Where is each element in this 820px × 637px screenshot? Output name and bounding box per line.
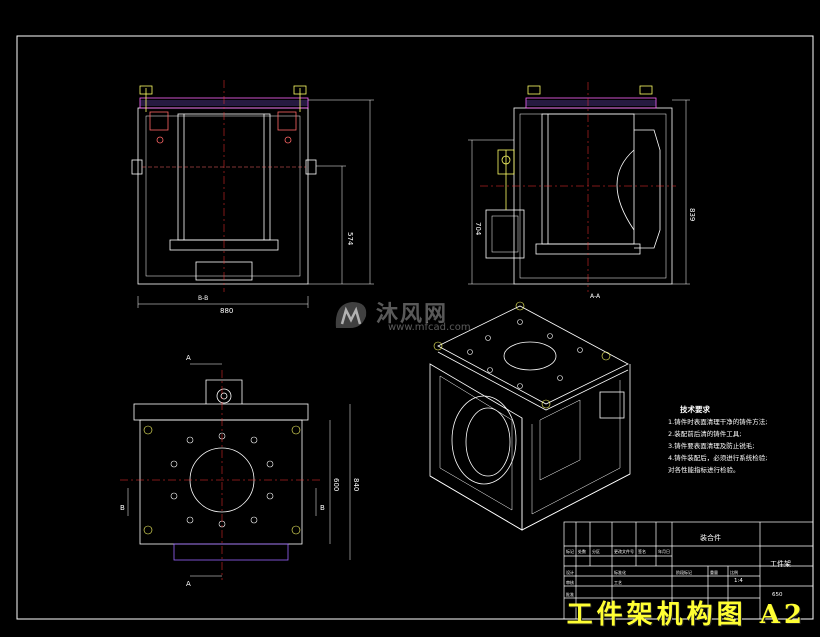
plan-outer-dim: 840 [352,478,360,491]
tech-note-2: 2.装配前后清的铸件工具; [668,429,741,438]
title-block-cell: 标记 [566,548,574,554]
title-block-scale: 1:4 [734,578,743,584]
caption: 工件架机构图 A2 [566,600,806,630]
section-marker-bottom: A [186,580,191,588]
front-width-dim: 880 [220,307,233,315]
side-height-left-dim: 704 [474,222,482,236]
tech-note-1: 1.铸件时表面清理干净的铸件方法; [668,417,767,426]
title-block-cell: 重量 [710,569,718,575]
plan-inner-dim: 600 [332,478,340,491]
title-block-cells: 标记处数分区 更改文件号签名 年月日设计 标准化审核 工艺批准 阶段标记 重量 比例 [566,548,738,597]
section-marker-right: B [320,504,325,512]
title-block-assembly: 装合件 [700,533,721,542]
title-block-cell: 设计 [566,569,574,575]
drawing-border [16,35,814,620]
side-section-view [468,82,690,292]
title-block-cell: 批准 [566,591,574,597]
watermark-name: 沐风网 [376,302,449,327]
tech-note-3: 3.铸件要表面清理及防止锐毛; [668,441,754,450]
section-marker-left: B [120,504,125,512]
title-block-cell: 更改文件号 [614,548,634,554]
title-block-cell: 比例 [730,569,738,575]
front-section-view [131,80,374,308]
watermark: 沐风网 www.mfcad.com [332,296,492,336]
side-height-dim: 839 [688,208,696,221]
front-height-dim: 574 [346,232,354,246]
title-block-cell: 工艺 [614,580,622,585]
title-block-drawing-name: 工件架 [770,559,791,568]
title-block-cell: 审核 [566,579,574,585]
title-block-number: 650 [772,592,783,598]
watermark-url: www.mfcad.com [388,322,471,333]
isometric-view [429,301,631,531]
title-block-cell: 阶段标记 [676,569,692,575]
tech-note-4: 4.铸件装配后，必须进行系统检验; [668,453,767,462]
tech-note-5: 对各性能指标进行检验。 [668,465,740,474]
title-block-cell: 处数 [578,548,586,554]
title-block-cell: 签名 [638,548,646,554]
watermark-logo-icon [335,302,367,328]
side-section-label: A-A [590,293,601,300]
tech-notes-title: 技术要求 [680,404,710,414]
title-block-cell: 年月日 [658,548,670,554]
section-marker-top: A [186,354,191,362]
title-block-cell: 分区 [592,548,600,554]
title-block [563,521,814,620]
tech-notes: 技术要求 1.铸件时表面清理干净的铸件方法; 2.装配前后清的铸件工具; 3.铸… [668,404,767,474]
plan-view [120,363,351,580]
front-section-label: B-B [198,295,208,302]
title-block-cell: 标准化 [614,569,626,575]
